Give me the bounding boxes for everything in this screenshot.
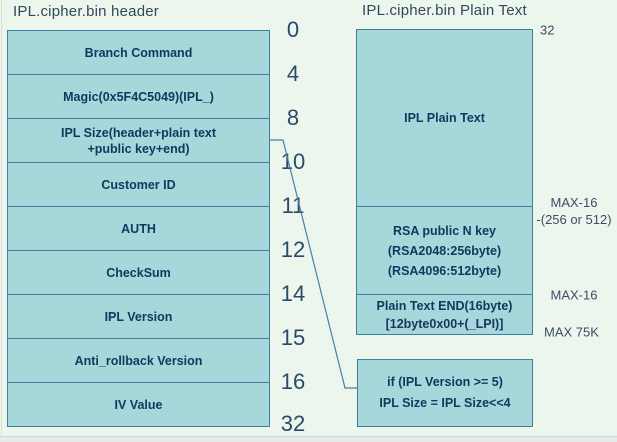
byte-offset-0: 0 bbox=[286, 17, 300, 42]
size-label-max16-2: MAX-16 bbox=[550, 287, 598, 303]
header-row-label: Anti_rollback Version bbox=[74, 353, 203, 368]
header-row-label: IV Value bbox=[114, 397, 163, 412]
section-label: Plain Text END(16byte) [12byte0x00+(_LPI… bbox=[376, 298, 513, 331]
header-row-label: CheckSum bbox=[106, 265, 171, 280]
plaintext-diagram-title: IPL.cipher.bin Plain Text bbox=[362, 2, 527, 19]
header-row-label: IPL Version bbox=[104, 309, 173, 324]
note-line-1: if (IPL Version >= 5) bbox=[387, 375, 503, 389]
byte-offset-12: 12 bbox=[280, 237, 306, 262]
size-label-max16: MAX-16 bbox=[550, 195, 598, 210]
header-row-label: Magic(0x5F4C5049)(IPL_) bbox=[63, 89, 214, 104]
header-row-checksum: CheckSum bbox=[8, 250, 269, 294]
byte-offset-32: 32 bbox=[280, 411, 306, 436]
header-row-label: IPL Size(header+plain text +public key+e… bbox=[60, 125, 217, 156]
header-row-iv-value: IV Value bbox=[8, 382, 269, 426]
header-row-ipl-version: IPL Version bbox=[8, 294, 269, 338]
section-rsa-public-key: RSA public N key (RSA2048:256byte) (RSA4… bbox=[357, 206, 532, 294]
header-diagram-title: IPL.cipher.bin header bbox=[13, 3, 159, 20]
header-row-label: Branch Command bbox=[84, 45, 193, 60]
window-left-edge bbox=[1, 0, 2, 437]
header-row-branch-command: Branch Command bbox=[8, 31, 269, 74]
section-plain-text-end: Plain Text END(16byte) [12byte0x00+(_LPI… bbox=[357, 294, 532, 334]
header-row-anti-rollback: Anti_rollback Version bbox=[8, 338, 269, 382]
byte-offset-10: 10 bbox=[280, 149, 306, 174]
plaintext-table: IPL Plain Text RSA public N key (RSA2048… bbox=[356, 29, 533, 335]
header-row-auth: AUTH bbox=[8, 206, 269, 250]
size-label-max75k: MAX 75K bbox=[544, 324, 599, 340]
byte-offset-8: 8 bbox=[286, 105, 300, 130]
size-label-32: 32 bbox=[540, 22, 555, 38]
header-row-customer-id: Customer ID bbox=[8, 162, 269, 206]
byte-offset-4: 4 bbox=[286, 61, 300, 86]
byte-offset-14: 14 bbox=[280, 281, 306, 306]
section-ipl-plain-text: IPL Plain Text bbox=[357, 30, 532, 206]
header-row-label: Customer ID bbox=[101, 177, 176, 192]
note-line-2: IPL Size = IPL Size<<4 bbox=[379, 396, 511, 410]
byte-offset-16: 16 bbox=[280, 369, 306, 394]
header-row-magic: Magic(0x5F4C5049)(IPL_) bbox=[8, 74, 269, 118]
section-label: IPL Plain Text bbox=[404, 111, 485, 125]
section-label: RSA public N key (RSA2048:256byte) (RSA4… bbox=[387, 223, 502, 278]
window-bottom-strip bbox=[0, 436, 617, 442]
byte-offset-15: 15 bbox=[280, 325, 306, 350]
size-label-max16-range: MAX-16 -(256 or 512) bbox=[531, 194, 617, 228]
ipl-version-note-box: if (IPL Version >= 5) IPL Size = IPL Siz… bbox=[357, 359, 533, 427]
size-label-256-512: -(256 or 512) bbox=[536, 212, 612, 227]
byte-offset-11: 11 bbox=[281, 193, 305, 218]
header-row-ipl-size: IPL Size(header+plain text +public key+e… bbox=[8, 118, 269, 162]
cipher-header-table: Branch Command Magic(0x5F4C5049)(IPL_) I… bbox=[7, 30, 270, 427]
header-row-label: AUTH bbox=[121, 221, 156, 236]
